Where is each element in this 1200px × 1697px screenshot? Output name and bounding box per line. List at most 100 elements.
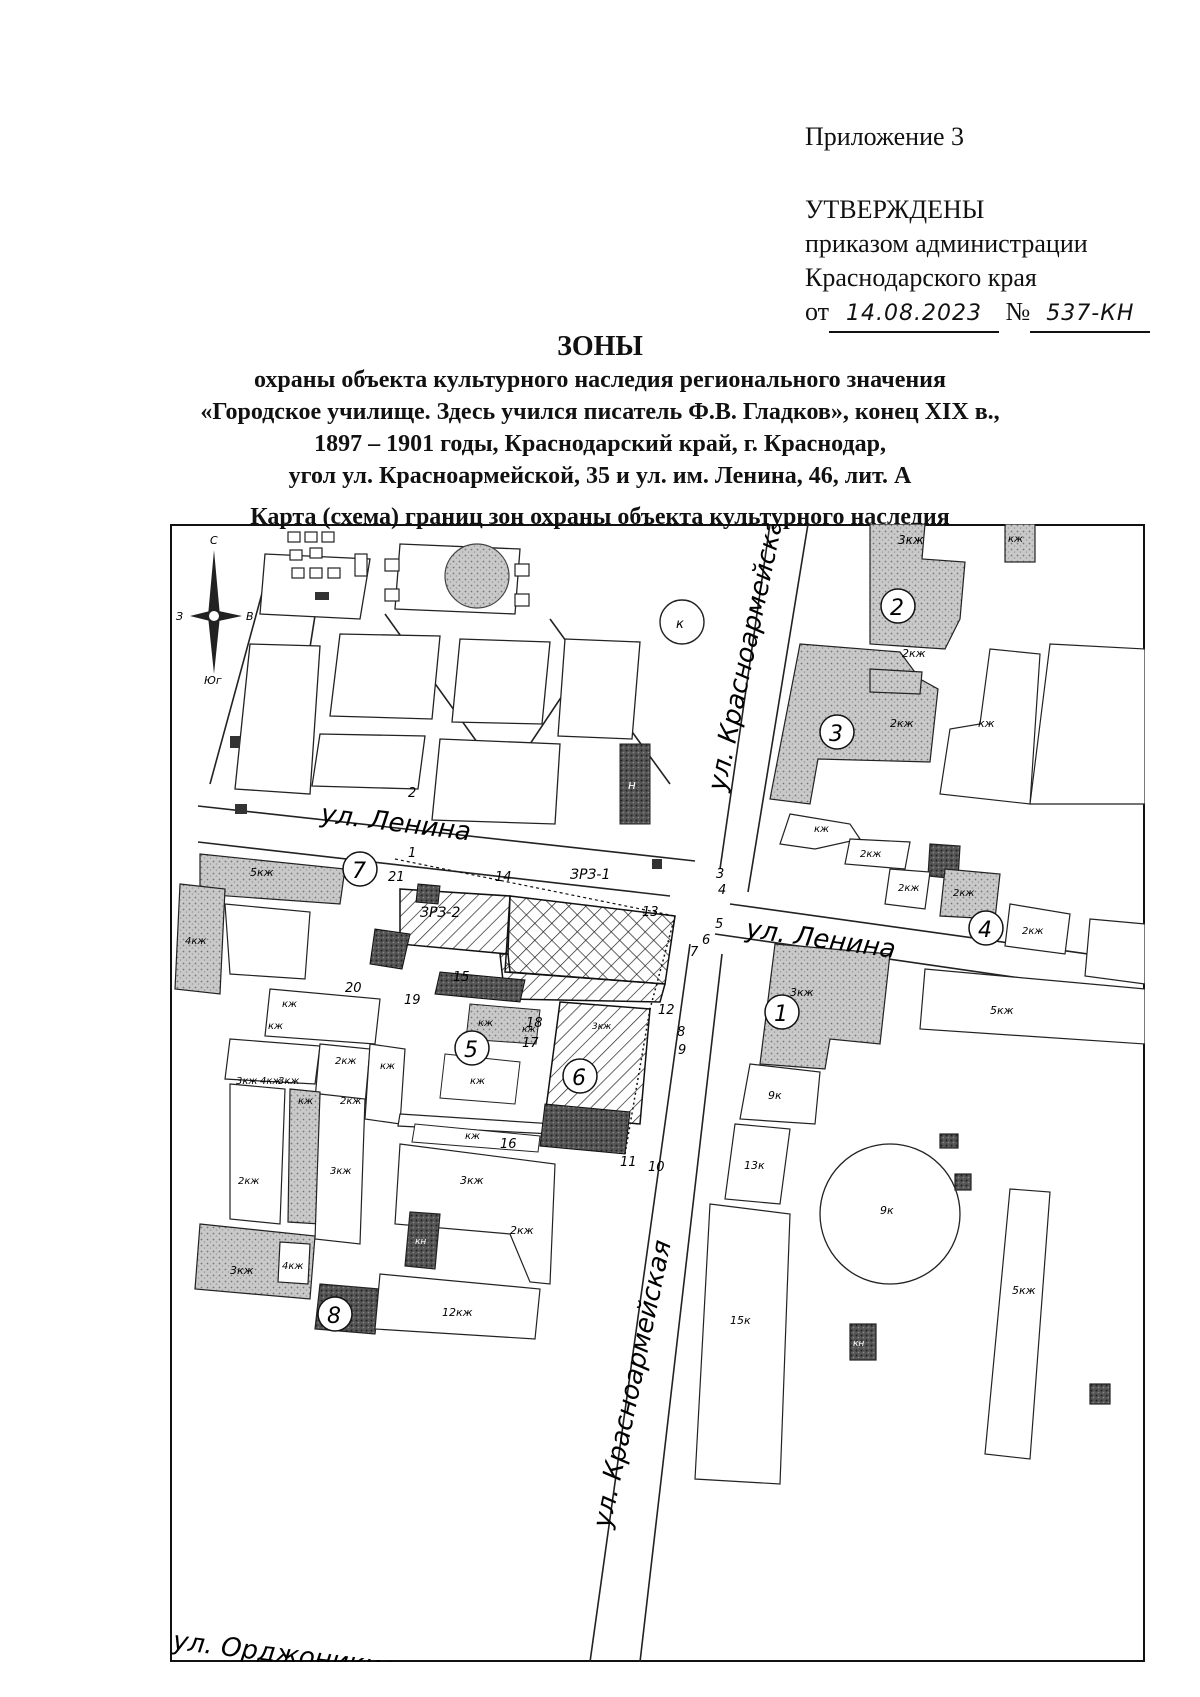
- marker-square-a: [230, 736, 240, 748]
- park-blocks: [234, 543, 641, 825]
- point-6: 6: [702, 933, 710, 948]
- label-3kzh-v: 3кж: [236, 1076, 257, 1087]
- building-label-k: к: [676, 617, 684, 632]
- title-heading: ЗОНЫ: [557, 331, 643, 362]
- label-2kzh-c: 2кж: [860, 849, 881, 860]
- label-4kzh-v: 4кж: [260, 1076, 281, 1087]
- point-14: 14: [495, 870, 512, 885]
- object-marker-4: 4: [978, 918, 992, 943]
- order-number: 537-КН: [1030, 297, 1151, 333]
- label-kzh-l1: кж: [282, 999, 297, 1010]
- zone-dark-c: [434, 971, 526, 1003]
- date-prefix: от: [805, 297, 830, 326]
- label-kzh-d: кж: [814, 824, 829, 835]
- object-marker-5: 5: [464, 1038, 478, 1063]
- building-label-n: н: [628, 778, 636, 792]
- street-krasnoarm-bottom: ул. Красноармейская: [587, 1237, 678, 1531]
- label-2kzh-c2: 2кж: [510, 1224, 534, 1237]
- label-2kzh-f: 2кж: [953, 888, 974, 899]
- label-2kzh-6: кж: [522, 1025, 536, 1035]
- object-marker-2: 2: [890, 596, 904, 621]
- approved-line-1: приказом администрации: [805, 229, 1088, 258]
- building-5-part: [465, 1003, 541, 1045]
- buildings-bottom-right: [694, 943, 1146, 1485]
- zone-strip: [499, 953, 666, 1003]
- label-2kzh-b: 2кж: [890, 717, 914, 730]
- zone-label-zrz2: ЗРЗ-2: [420, 905, 460, 921]
- label-3kzh-1: 3кж: [790, 986, 814, 999]
- map-frame-border: [170, 524, 1145, 1662]
- title-line-3: 1897 – 1901 годы, Краснодарский край, г.…: [314, 431, 886, 457]
- point-1: 1: [408, 846, 416, 861]
- label-kzh-l4: кж: [298, 1096, 313, 1107]
- point-9: 9: [678, 1043, 686, 1058]
- document-title: ЗОНЫ охраны объекта культурного наследия…: [0, 330, 1200, 492]
- label-kzh-e: 2кж: [898, 883, 919, 894]
- point-10: 10: [648, 1160, 665, 1175]
- object-marker-6: 6: [572, 1066, 586, 1091]
- label-kn-a: кн: [853, 1339, 864, 1349]
- compass-south: Юг: [204, 674, 222, 687]
- kiosk-circle: [659, 599, 705, 645]
- label-5kzh-right: 5кж: [990, 1004, 1014, 1017]
- number-prefix: №: [1005, 297, 1031, 326]
- marker-square-d: [652, 859, 662, 869]
- label-kzh-l2: кж: [268, 1021, 283, 1032]
- label-kn-b: кн: [415, 1237, 426, 1247]
- label-2kzh-l: 2кж: [335, 1056, 356, 1067]
- point-8: 8: [677, 1025, 685, 1040]
- object-marker-3: 3: [829, 722, 843, 747]
- marker-square-c: [235, 804, 247, 814]
- approval-block: УТВЕРЖДЕНЫ приказом администрации Красно…: [805, 193, 1151, 333]
- point-21: 21: [388, 870, 405, 885]
- object-marker-1: 1: [774, 1002, 788, 1027]
- point-11: 11: [620, 1155, 637, 1170]
- label-15k: 15к: [730, 1314, 751, 1327]
- marker-square-b: [315, 592, 329, 600]
- label-2kzh-v: 2кж: [238, 1176, 259, 1187]
- label-5kzh-left: 5кж: [250, 866, 274, 879]
- label-3kzh-top: 3кж: [898, 533, 924, 547]
- zone-label-zrz1: ЗРЗ-1: [570, 867, 610, 883]
- point-5: 5: [715, 917, 723, 932]
- zone-dark-b: [415, 883, 441, 905]
- label-12kzh: 12кж: [442, 1306, 473, 1319]
- compass-north: С: [210, 534, 218, 547]
- compass-rose: С Юг З В: [176, 534, 254, 687]
- point-19: 19: [404, 993, 421, 1008]
- protection-zones: [369, 858, 676, 1155]
- label-13k: 13к: [744, 1159, 765, 1172]
- building-5-main: [439, 1053, 521, 1105]
- point-18: 18: [526, 1016, 543, 1031]
- point-3: 3: [716, 867, 724, 882]
- approved-title: УТВЕРЖДЕНЫ: [805, 195, 985, 224]
- appendix-label: Приложение 3: [805, 122, 965, 151]
- label-kzh-16: кж: [465, 1131, 480, 1142]
- label-3kzh-6: 3кж: [592, 1022, 612, 1032]
- zone-dark-a: [369, 928, 411, 970]
- point-13: 13: [642, 905, 659, 920]
- label-2kzh-g: 2кж: [1022, 926, 1043, 937]
- compass-west: З: [176, 610, 183, 623]
- label-kzh-5: кж: [478, 1018, 493, 1029]
- label-3kzh-v3: 3кж: [330, 1166, 351, 1177]
- title-line-4: угол ул. Красноармейской, 35 и ул. им. Л…: [288, 463, 912, 489]
- label-4kzh-v2: 4кж: [282, 1261, 303, 1272]
- buildings-top-right: [769, 523, 1146, 985]
- fountain-circle: [444, 543, 510, 609]
- label-kzh-5b: кж: [470, 1076, 485, 1087]
- map-scheme: к н С Юг З В 3кж 2кж: [170, 500, 1146, 1687]
- zone-6-area: [544, 1001, 651, 1125]
- label-5kzh-far: 5кж: [1012, 1284, 1036, 1297]
- street-ordzhonikidze: ул. Орджоникидзе: [170, 1626, 430, 1662]
- building-n: [619, 743, 651, 825]
- point-17: 17: [522, 1036, 539, 1051]
- object-marker-8: 8: [327, 1304, 341, 1329]
- boundary-points: 1 2 3 4 5 6 7 8 9 10 11 12 13 14 15 16 1…: [345, 786, 726, 1175]
- label-kzh-corner: кж: [1008, 534, 1023, 545]
- building-16: [411, 1123, 541, 1153]
- point-16: 16: [500, 1137, 517, 1152]
- label-3kzh-8: 3кж: [230, 1264, 254, 1277]
- label-9k: 9к: [768, 1089, 782, 1102]
